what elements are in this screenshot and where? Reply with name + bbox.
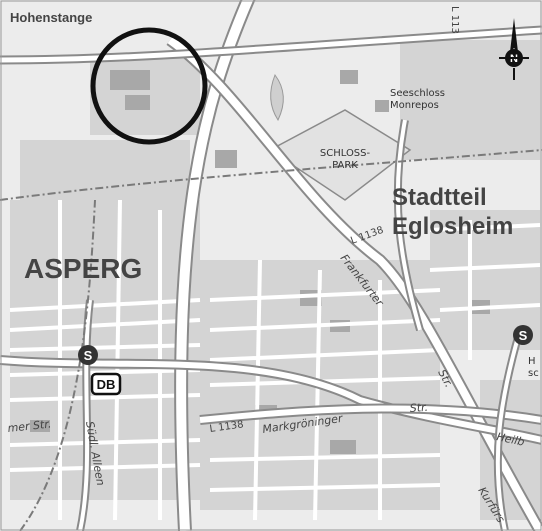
edge-label-h: H: [528, 356, 536, 367]
sbahn-west-icon: S: [78, 345, 98, 365]
railway-lines: [0, 149, 542, 531]
seeschloss-label-line1: Seeschloss: [390, 88, 445, 99]
lake: [270, 73, 284, 122]
place-eglosheim: Eglosheim: [392, 213, 513, 240]
db-label: DB: [97, 377, 116, 392]
place-asperg: ASPERG: [24, 253, 142, 284]
seeschloss-label-line2: Monrepos: [390, 100, 439, 111]
sbahn-east-label: S: [519, 328, 528, 343]
road-l1138-south: L 1138: [209, 419, 244, 435]
place-hohenstange: Hohenstange: [10, 10, 92, 25]
road-l113: L 113: [449, 6, 460, 34]
road-heilb: Heilb: [495, 430, 525, 449]
sbahn-east-icon: S: [513, 325, 533, 345]
road-markgroeninger-str: Str.: [409, 401, 428, 415]
sbahn-west-label: S: [84, 348, 93, 363]
road-mer-str: mer Str.: [7, 417, 52, 435]
place-stadtteil: Stadtteil: [392, 184, 487, 211]
highlight-circle: [90, 27, 208, 145]
schlosspark-area: [268, 109, 412, 201]
local-streets: [9, 199, 541, 521]
park-label-line2: PARK: [332, 160, 358, 171]
park-label-line1: SCHLOSS-: [320, 148, 371, 159]
edge-label-sc: sc: [528, 368, 539, 379]
north-compass-icon: N: [499, 18, 529, 80]
db-station-icon: DB: [90, 372, 122, 396]
